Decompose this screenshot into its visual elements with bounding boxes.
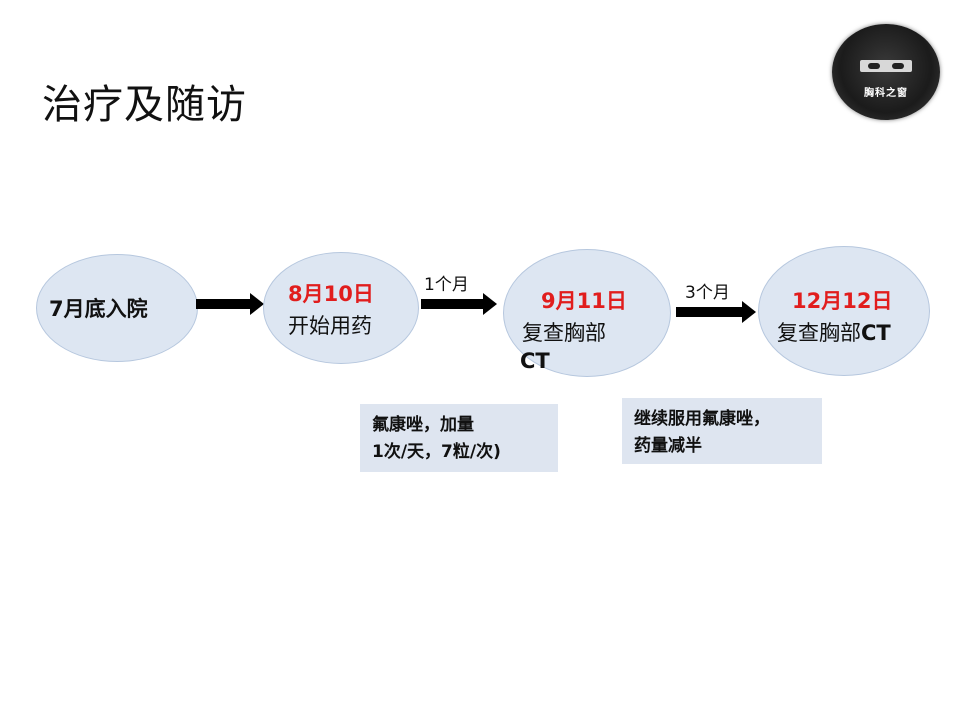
arrow-3-label: 3个月 (685, 283, 730, 303)
note-dose-increase-line2: 1次/天，7粒/次) (372, 442, 501, 462)
node-admission-label: 7月底入院 (49, 297, 148, 321)
timeline-node-admission (36, 254, 198, 362)
timeline-node-ct-check-2 (758, 246, 930, 376)
node-ct1-label-ct: CT (520, 349, 550, 373)
note-dose-halved-line2: 药量减半 (634, 436, 702, 456)
timeline-node-start-medication (263, 252, 419, 364)
page-title: 治疗及随访 (42, 82, 247, 128)
arrow-3 (676, 301, 756, 323)
node-ct2-label: 复查胸部CT (777, 317, 891, 347)
node-ct2-date: 12月12日 (792, 289, 893, 313)
node-ct2-label-ct: CT (861, 321, 891, 345)
note-dose-halved-line1: 继续服用氟康唑， (634, 409, 770, 429)
arrow-2 (421, 293, 497, 315)
note-dose-halved: 继续服用氟康唑， 药量减半 (622, 398, 822, 464)
note-dose-increase-line1: 氟康唑，加量 (372, 415, 474, 435)
arrow-2-label: 1个月 (424, 275, 469, 295)
logo: 胸科之窗 (832, 24, 940, 120)
timeline-node-ct-check-1 (503, 249, 671, 377)
arrow-1 (196, 293, 264, 315)
node-start-date: 8月10日 (288, 282, 374, 306)
logo-text: 胸科之窗 (864, 88, 908, 99)
note-dose-increase: 氟康唑，加量 1次/天，7粒/次) (360, 404, 558, 472)
node-ct1-date: 9月11日 (541, 289, 627, 313)
logo-eyes-icon (860, 60, 912, 72)
node-ct1-label: 复查胸部 (522, 321, 606, 345)
node-ct2-label-cn: 复查胸部 (777, 321, 861, 345)
node-start-label: 开始用药 (288, 314, 372, 338)
